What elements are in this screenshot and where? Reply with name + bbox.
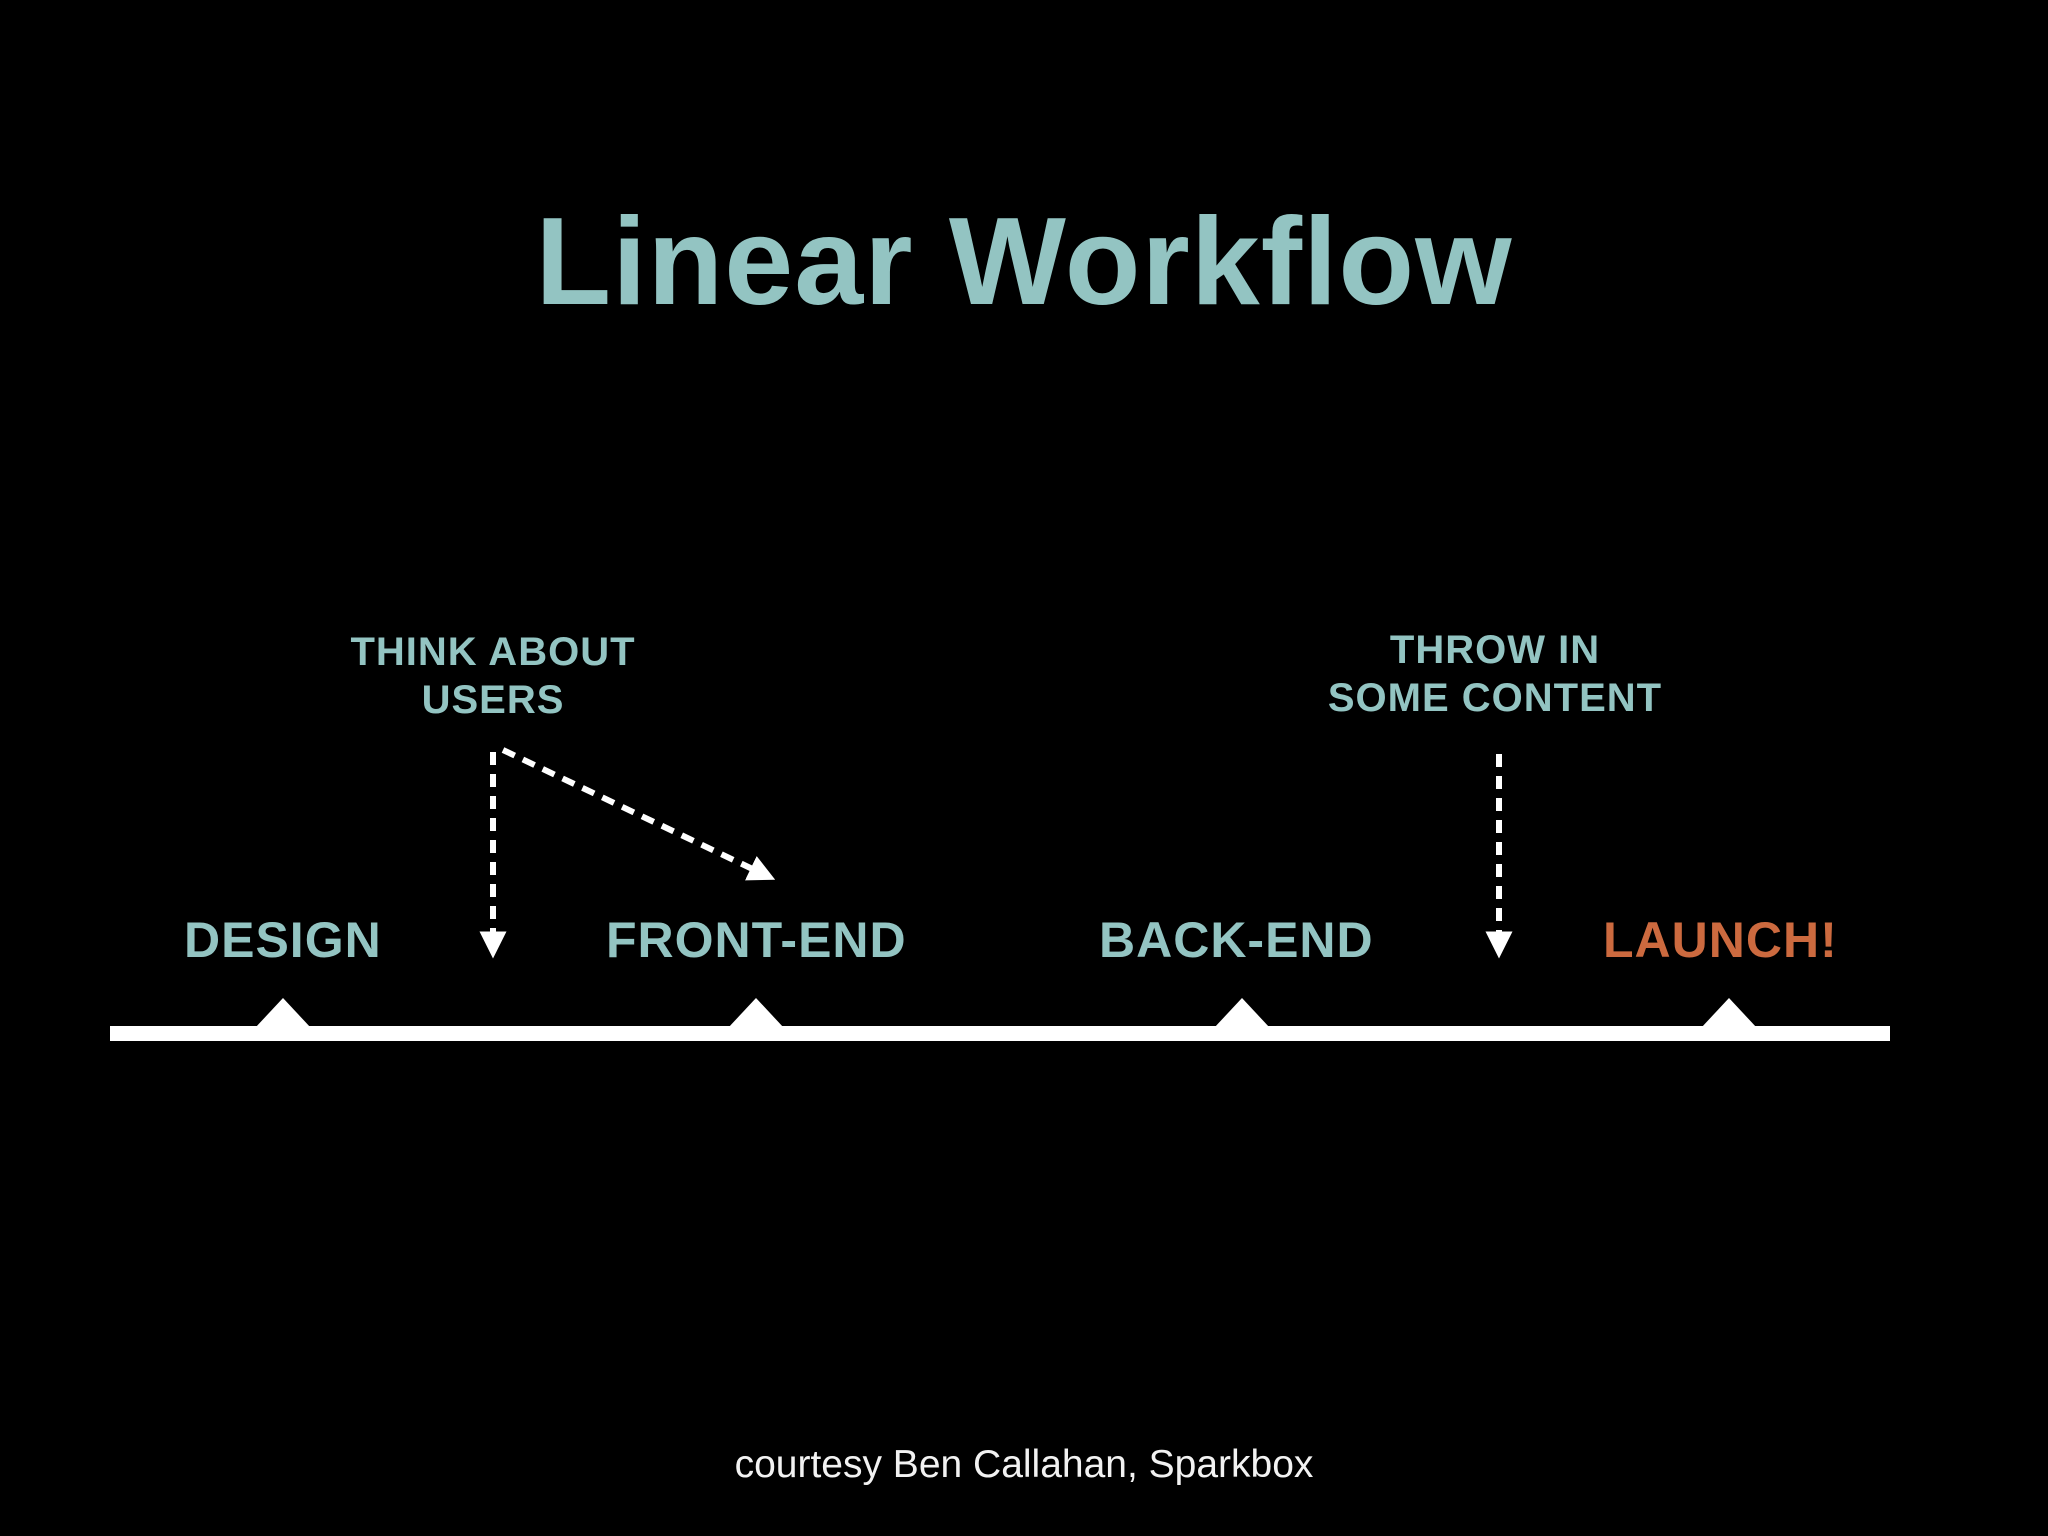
stage-front-end: FRONT-END [606, 912, 907, 968]
stage-launch: LAUNCH! [1603, 912, 1838, 968]
timeline-marker-design [255, 998, 311, 1028]
note-users-line-1: THINK ABOUT [350, 630, 636, 674]
slide-title: Linear Workflow [535, 193, 1513, 331]
note-content-line-2: SOME CONTENT [1327, 676, 1663, 720]
stage-design: DESIGN [184, 912, 382, 968]
note-content-line-1: THROW IN [1389, 628, 1601, 672]
credit-caption: courtesy Ben Callahan, Sparkbox [734, 1443, 1314, 1486]
note-think-about-users: THINK ABOUT USERS [283, 628, 703, 724]
timeline-line [110, 1026, 1890, 1041]
timeline-marker-back-end [1214, 998, 1270, 1028]
timeline-marker-launch [1701, 998, 1757, 1028]
note-throw-in-content: THROW IN SOME CONTENT [1285, 626, 1705, 722]
timeline-marker-front-end [728, 998, 784, 1028]
stage-back-end: BACK-END [1099, 912, 1374, 968]
arrow-users-to-front-end [501, 747, 776, 881]
note-users-line-2: USERS [421, 678, 565, 722]
